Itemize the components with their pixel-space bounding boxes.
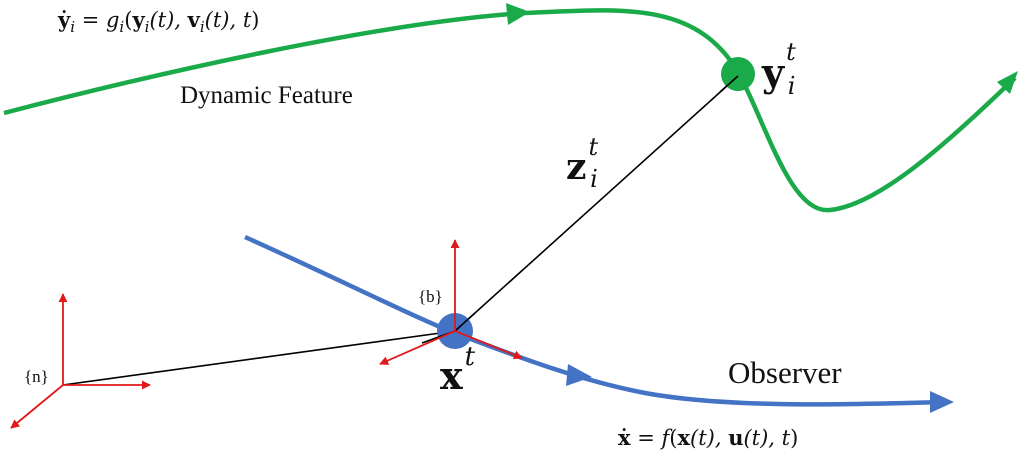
- feature-dynamics-equation: ẏi = gi(yi(t), vi(t), t): [57, 7, 260, 36]
- feature-arrowhead-mid: [506, 3, 530, 25]
- navigation-frame-label: {n}: [24, 367, 49, 386]
- navigation-frame-axes: [10, 293, 151, 429]
- obs-eq-arg2: u: [728, 425, 743, 450]
- obs-eq-close: ): [790, 426, 798, 450]
- eq-fn-sub: i: [119, 18, 124, 36]
- eq-arg2: v: [187, 7, 201, 32]
- eq-arg1: y: [131, 7, 145, 32]
- obs-eq-arg1-t: (t),: [690, 426, 728, 450]
- observer-dynamics-equation: ẋ = f(x(t), u(t), t): [618, 425, 798, 450]
- body-frame-axes: [379, 239, 523, 365]
- feature-point-sup: t: [786, 38, 796, 66]
- obs-eq-equals: =: [631, 426, 662, 450]
- feature-point-sub: i: [788, 72, 796, 100]
- obs-eq-open: (: [669, 426, 677, 450]
- eq-open: (: [124, 8, 132, 32]
- eq-arg2-t: (t),: [205, 8, 243, 32]
- eq-fn: g: [106, 8, 119, 32]
- feature-path-segment-2: [524, 8, 1017, 213]
- feature-trajectory: [3, 3, 1018, 213]
- observer-point-label: xt: [440, 342, 476, 398]
- feature-path-segment-1: [3, 10, 526, 116]
- eq-lhs-sub: i: [70, 18, 75, 36]
- relative-position-line: [454, 75, 739, 332]
- eq-arg1-t: (t),: [149, 8, 187, 32]
- obs-eq-arg1: x: [677, 425, 690, 450]
- body-axis-forward: [454, 330, 523, 360]
- relative-vector-base: z: [566, 146, 586, 188]
- observer-point-sup: t: [465, 342, 476, 372]
- observer-arrowhead-mid: [566, 364, 592, 386]
- obs-eq-arg3: t: [782, 426, 791, 450]
- observer-path: [244, 234, 946, 407]
- observer-arrowhead-end: [930, 391, 954, 413]
- feature-center-line: [719, 75, 739, 93]
- body-frame-label: {b}: [418, 287, 443, 306]
- body-axis-diag: [379, 330, 456, 365]
- feature-label: Dynamic Feature: [180, 82, 353, 109]
- observer-trajectory: [244, 234, 954, 413]
- eq-lhs: ẏ: [57, 7, 71, 32]
- relative-vector-sup: t: [588, 133, 598, 161]
- feature-point-base: y: [761, 50, 785, 95]
- nav-to-observer-line: [62, 330, 456, 386]
- obs-eq-fn: f: [659, 426, 672, 450]
- eq-close: ): [251, 8, 259, 32]
- eq-arg3: t: [243, 8, 252, 32]
- feature-arrowhead-end: [997, 71, 1018, 94]
- eq-arg2-sub: i: [200, 18, 205, 36]
- observer-label: Observer: [728, 355, 842, 390]
- nav-axis-diag: [10, 384, 64, 429]
- observer-point-base: x: [440, 353, 463, 398]
- obs-eq-lhs: ẋ: [618, 425, 631, 450]
- observer-center-line-b: [454, 312, 476, 332]
- relative-vector-sub: i: [590, 165, 598, 193]
- eq-equals: =: [75, 8, 106, 32]
- eq-arg1-sub: i: [145, 18, 150, 36]
- obs-eq-arg2-t: (t),: [743, 426, 781, 450]
